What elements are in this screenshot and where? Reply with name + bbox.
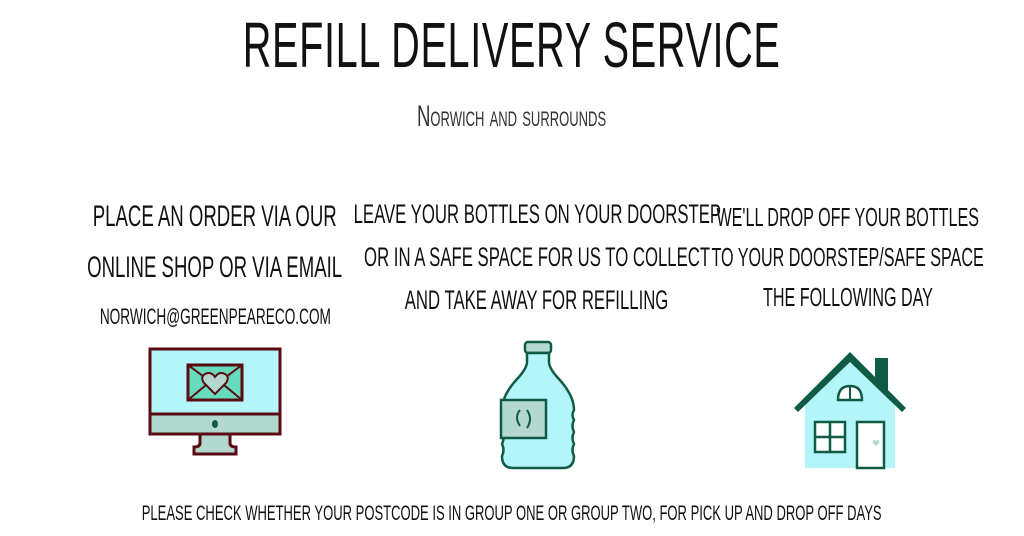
email-link[interactable]: norwich@greenpeareco.com <box>99 304 331 329</box>
step-text: the following day <box>763 282 933 312</box>
step-text: or in a safe space for us to collect <box>363 242 711 272</box>
step-text: Place an order via our <box>93 200 337 233</box>
refill-bottle-icon <box>499 340 576 470</box>
step-dropoff: we'll drop off your bottles to your door… <box>703 198 993 318</box>
page-subtitle: Norwich and surrounds <box>417 100 607 133</box>
step-order: Place an order via our online shop or vi… <box>65 195 365 337</box>
step-text: online shop or via email <box>87 251 343 284</box>
step-collect: leave your bottles on your doorstep or i… <box>353 194 721 323</box>
house-icon <box>794 352 906 470</box>
step-text: we'll drop off your bottles <box>716 202 980 232</box>
step-text: and take away for refilling <box>405 285 669 315</box>
computer-envelope-icon <box>148 347 282 456</box>
footer-note: please check whether your postcode is in… <box>142 502 882 525</box>
step-text: to your doorstep/safe space <box>711 242 985 272</box>
page-title: Refill Delivery Service <box>243 9 781 81</box>
step-text: leave your bottles on your doorstep <box>353 199 721 229</box>
